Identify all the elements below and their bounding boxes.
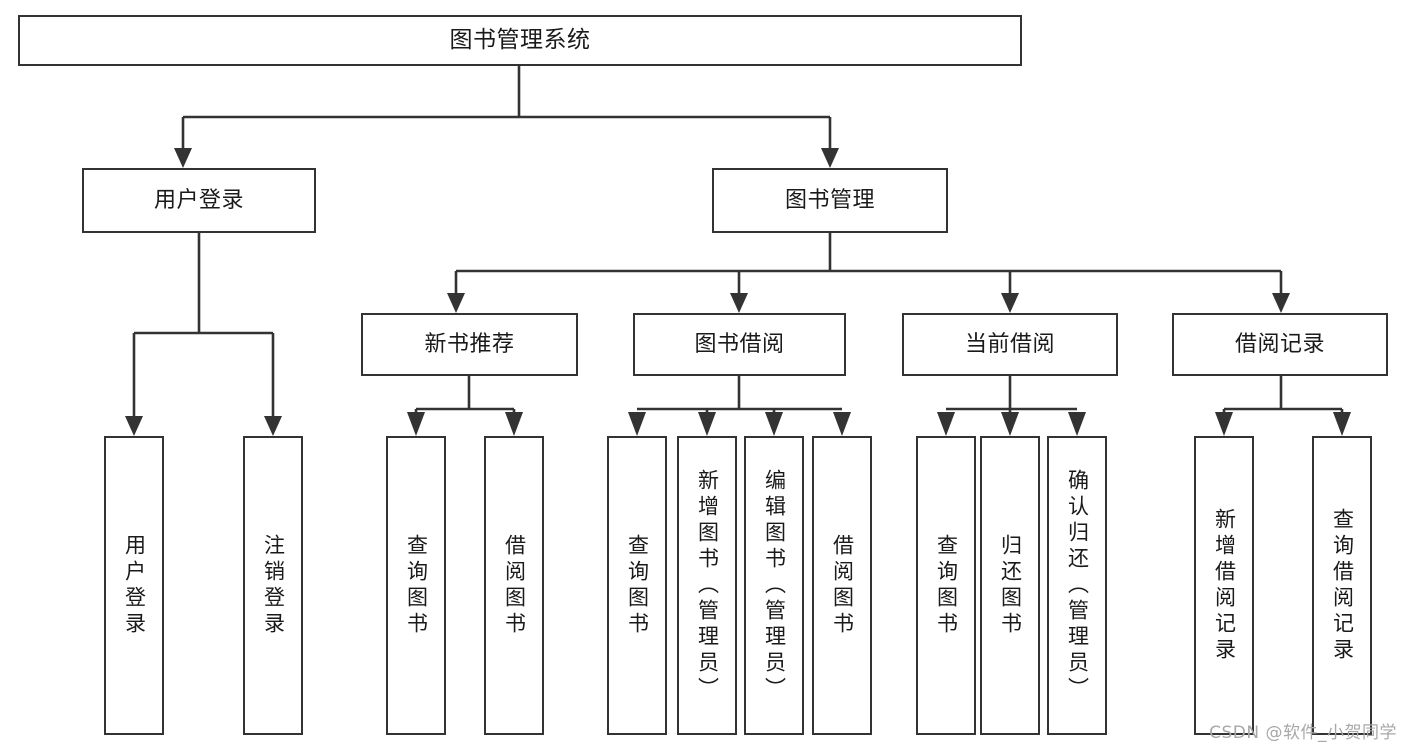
arrowhead-cb-leaf-3 — [1068, 412, 1086, 436]
node-label: 查询借阅记录 — [1330, 507, 1355, 664]
node-label: 注销登录 — [261, 533, 286, 638]
leaf-user-login-login[interactable]: 用户登录 — [104, 436, 164, 735]
node-root-system[interactable]: 图书管理系统 — [18, 15, 1022, 66]
node-label: 图书借阅 — [694, 331, 785, 357]
leaf-borrow-record-query-record[interactable]: 查询借阅记录 — [1312, 436, 1372, 735]
arrowhead-bb-leaf-1 — [628, 412, 646, 436]
leaf-new-book-query-book[interactable]: 查询图书 — [386, 436, 446, 735]
arrowhead-cb-leaf-1 — [937, 412, 955, 436]
watermark-text: CSDN @软件_小贺同学 — [1209, 723, 1397, 743]
arrowhead-borrow-record — [1272, 293, 1290, 313]
node-label: 借阅记录 — [1234, 331, 1325, 357]
node-book-borrow[interactable]: 图书借阅 — [633, 313, 846, 376]
node-label: 确认归还（管理员） — [1065, 468, 1090, 703]
leaf-user-login-logout[interactable]: 注销登录 — [243, 436, 303, 735]
arrowhead-br-leaf-2 — [1333, 412, 1351, 436]
node-label: 新书推荐 — [424, 331, 515, 357]
node-label: 新增借阅记录 — [1212, 507, 1237, 664]
arrowhead-book-borrow — [730, 293, 748, 313]
leaf-book-borrow-add-book[interactable]: 新增图书（管理员） — [677, 436, 737, 735]
leaf-book-borrow-edit-book[interactable]: 编辑图书（管理员） — [744, 436, 804, 735]
node-label: 用户登录 — [153, 187, 244, 213]
leaf-book-borrow-query-book[interactable]: 查询图书 — [607, 436, 667, 735]
node-label: 新增图书（管理员） — [695, 468, 720, 703]
node-book-management[interactable]: 图书管理 — [712, 168, 948, 233]
arrowhead-new-book — [447, 293, 465, 313]
leaf-borrow-record-add-record[interactable]: 新增借阅记录 — [1194, 436, 1254, 735]
leaf-current-borrow-query-book[interactable]: 查询图书 — [916, 436, 976, 735]
node-label: 借阅图书 — [830, 533, 855, 638]
arrowhead-nb-leaf-1 — [407, 412, 425, 436]
node-label: 查询图书 — [625, 533, 650, 638]
node-label: 查询图书 — [934, 533, 959, 638]
node-label: 当前借阅 — [964, 331, 1055, 357]
node-label: 编辑图书（管理员） — [762, 468, 787, 703]
node-label: 借阅图书 — [502, 533, 527, 638]
arrowhead-bb-leaf-3 — [765, 412, 783, 436]
arrowhead-user-login — [174, 148, 192, 168]
arrowhead-bb-leaf-4 — [833, 412, 851, 436]
node-user-login[interactable]: 用户登录 — [82, 168, 316, 233]
arrowhead-leaf-user-login — [125, 416, 143, 436]
arrowhead-nb-leaf-2 — [505, 412, 523, 436]
node-borrow-record[interactable]: 借阅记录 — [1172, 313, 1388, 376]
node-label: 查询图书 — [404, 533, 429, 638]
node-label: 图书管理系统 — [449, 27, 591, 54]
leaf-new-book-borrow-book[interactable]: 借阅图书 — [484, 436, 544, 735]
arrowhead-br-leaf-1 — [1215, 412, 1233, 436]
arrowhead-bb-leaf-2 — [698, 412, 716, 436]
arrowhead-current-borrow — [1001, 293, 1019, 313]
arrowhead-book-manage — [821, 148, 839, 168]
node-label: 归还图书 — [998, 533, 1023, 638]
leaf-current-borrow-return-book[interactable]: 归还图书 — [980, 436, 1040, 735]
node-label: 用户登录 — [122, 533, 147, 638]
leaf-current-borrow-confirm-return[interactable]: 确认归还（管理员） — [1047, 436, 1107, 735]
node-new-book-recommend[interactable]: 新书推荐 — [361, 313, 578, 376]
node-label: 图书管理 — [784, 187, 875, 213]
leaf-book-borrow-borrow-book[interactable]: 借阅图书 — [812, 436, 872, 735]
arrowhead-leaf-logout — [264, 416, 282, 436]
arrowhead-cb-leaf-2 — [1001, 412, 1019, 436]
node-current-borrow[interactable]: 当前借阅 — [902, 313, 1118, 376]
